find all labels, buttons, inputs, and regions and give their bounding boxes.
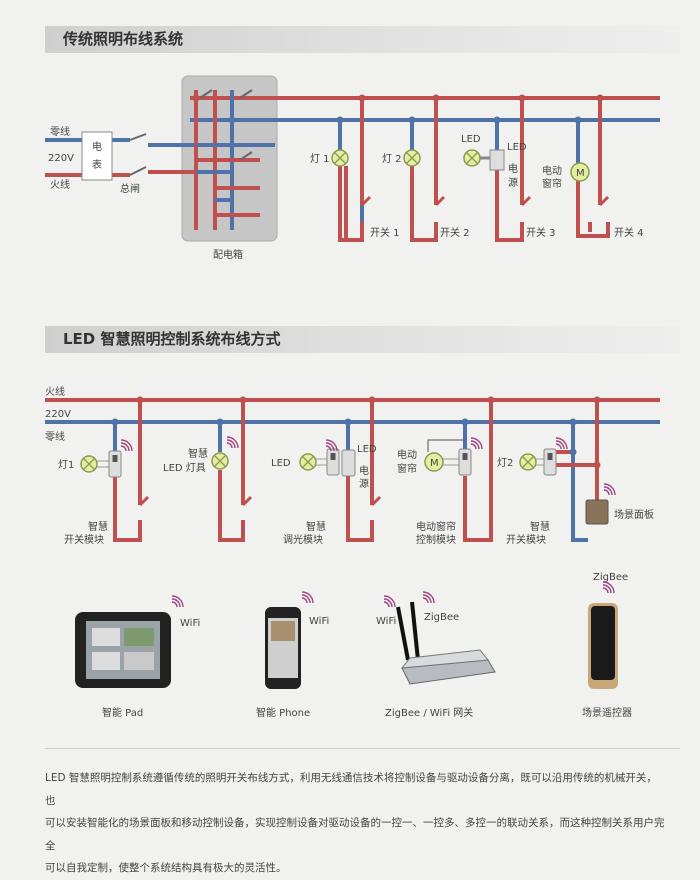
wireless-signal-icon [120, 439, 133, 452]
led-power-label: LED [507, 142, 527, 153]
led-power-label: 电 [508, 162, 518, 175]
live-label: 火线 [45, 385, 65, 398]
voltage-label: 220V [45, 409, 71, 420]
traditional-wiring-diagram: 配电箱 零线 2 [45, 75, 660, 261]
switch2-label: 开关 2 [440, 226, 470, 239]
section2-title: LED 智慧照明控制系统布线方式 [45, 326, 680, 353]
smart-switch-module [108, 450, 122, 478]
paragraph-line: 可以自我定制，使整个系统结构具有极大的灵活性。 [45, 862, 287, 874]
zigbee-signal-icon [602, 581, 615, 594]
neutral-label: 零线 [50, 125, 70, 138]
wifi-signal-icon [171, 595, 184, 608]
section1-title: 传统照明布线系统 [45, 26, 680, 53]
paragraph-line: LED 智慧照明控制系统遵循传统的照明开关布线方式，利用无线通信技术将控制设备与… [45, 772, 657, 807]
electric-meter [81, 131, 113, 181]
wifi-badge: WiFi [309, 616, 329, 627]
curtain-module-label: 电动窗帘 [416, 520, 456, 533]
zigbee-signal-icon [422, 591, 435, 604]
wireless-signal-icon [226, 436, 239, 449]
meter-label-2: 表 [92, 158, 102, 171]
motor-label: M [430, 458, 439, 469]
lamp-icon [403, 149, 421, 167]
curtain-label: 电动 [542, 164, 562, 177]
switch3-label: 开关 3 [526, 226, 556, 239]
lamp-icon [80, 455, 98, 473]
dimmer-module [326, 448, 340, 476]
zigbee-badge: ZigBee [593, 572, 628, 583]
switch4-label: 开关 4 [614, 226, 644, 239]
smart-led-label: 智慧 [188, 447, 208, 460]
led-label: LED [271, 458, 291, 469]
control-devices: WiFi 智能 Pad WiFi 智能 Phone WiFi ZigBee Zi… [75, 572, 632, 719]
curtain-label: 窗帘 [397, 462, 417, 475]
pad-label: 智能 Pad [102, 706, 143, 719]
lamp2-label: 灯 2 [382, 153, 402, 165]
live-label: 火线 [50, 178, 70, 191]
remote-label: 场景遥控器 [582, 706, 632, 719]
led-power-box [341, 449, 356, 477]
switch-module-label: 开关模块 [64, 533, 104, 546]
curtain-label: 窗帘 [542, 177, 562, 190]
led-lamp-icon [463, 149, 481, 167]
scene-remote: ZigBee 场景遥控器 [582, 572, 632, 719]
dimmer-module-label: 智慧 [306, 520, 326, 533]
motor-label: M [576, 168, 585, 179]
switch-module-label: 开关模块 [506, 533, 546, 546]
phone-label: 智能 Phone [256, 706, 310, 719]
wifi-signal-icon [301, 591, 314, 604]
lamp1-label: 灯1 [58, 459, 74, 471]
led-label: LED [461, 134, 481, 145]
lamp-icon [519, 453, 537, 471]
led-power-label: 源 [508, 176, 518, 189]
wifi-badge: WiFi [180, 618, 200, 629]
wiring-diagrams: 配电箱 零线 2 [45, 75, 660, 719]
lamp-icon [331, 149, 349, 167]
meter-label-1: 电 [92, 140, 102, 153]
curtain-module-label: 控制模块 [416, 533, 456, 546]
switch-module-label: 智慧 [530, 520, 550, 533]
curtain-label: 电动 [397, 448, 417, 461]
led-power-label: 电 [359, 464, 369, 477]
smart-led-lamp-icon [211, 452, 229, 470]
neutral-label: 零线 [45, 430, 65, 443]
smart-led-label: LED 灯具 [163, 462, 206, 474]
led-power-box [489, 149, 505, 171]
wireless-signal-icon [603, 483, 616, 496]
gateway-label: ZigBee / WiFi 网关 [385, 706, 473, 719]
lamp1-label: 灯 1 [310, 153, 330, 165]
zigbee-badge: ZigBee [424, 612, 459, 623]
wifi-badge: WiFi [376, 616, 396, 627]
smart-wiring-diagram: 火线 220V 零线 灯1 智慧 开关模块 智慧 LED 灯具 LED LED … [45, 385, 660, 546]
switch1-label: 开关 1 [370, 226, 400, 239]
led-power-label: 源 [359, 477, 369, 490]
lamp2-label: 灯2 [497, 457, 513, 469]
main-switch-label: 总闸 [120, 182, 140, 195]
wifi-signal-icon [383, 595, 396, 608]
motor-icon [570, 162, 590, 182]
smart-switch-module [543, 448, 557, 476]
divider [45, 748, 680, 749]
zigbee-wifi-gateway: WiFi ZigBee ZigBee / WiFi 网关 [376, 591, 496, 719]
dimmer-module-label: 调光模块 [283, 533, 323, 546]
smart-phone: WiFi 智能 Phone [256, 591, 329, 719]
dist-box-label: 配电箱 [213, 248, 243, 261]
led-power-label: LED [357, 444, 377, 455]
smart-pad: WiFi 智能 Pad [75, 595, 200, 719]
wireless-signal-icon [470, 437, 483, 450]
led-lamp-icon [299, 453, 317, 471]
paragraph-line: 可以安装智能化的场景面板和移动控制设备，实现控制设备对驱动设备的一控一、一控多、… [45, 817, 665, 852]
description-paragraph: LED 智慧照明控制系统遵循传统的照明开关布线方式，利用无线通信技术将控制设备与… [45, 767, 665, 880]
switch-module-label: 智慧 [88, 520, 108, 533]
wireless-signal-icon [555, 437, 568, 450]
scene-panel [585, 499, 609, 525]
voltage-label: 220V [48, 153, 74, 164]
motor-icon [424, 452, 444, 472]
scene-panel-label: 场景面板 [614, 508, 654, 521]
curtain-control-module [458, 448, 472, 476]
